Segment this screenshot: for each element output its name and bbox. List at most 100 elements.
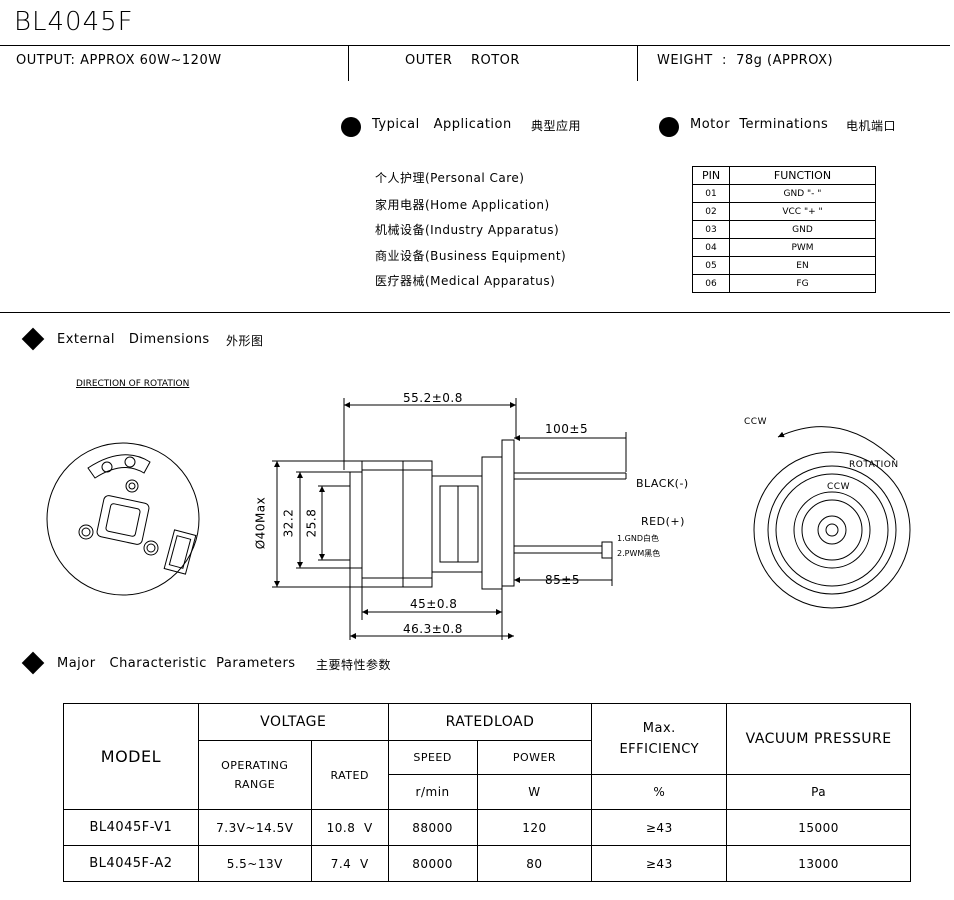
pin-number: 02 [692, 202, 730, 221]
dim-length-top: 55.2±0.8 [403, 391, 463, 405]
application-item: 个人护理(Personal Care) [375, 171, 525, 185]
dimension-drawing [46, 398, 911, 640]
header-divider-2 [637, 45, 638, 81]
model-cell: BL4045F-V1 [63, 809, 199, 846]
efficiency-cell: ≥43 [591, 809, 728, 846]
ratedload-header: RATEDLOAD [387, 703, 593, 741]
operating-cell: 5.5~13V [197, 845, 312, 882]
application-item: 商业设备(Business Equipment) [375, 249, 567, 263]
pin-function: GND "- " [729, 184, 876, 203]
bullet-dot-icon [659, 117, 679, 137]
section-rule [0, 312, 950, 313]
header-divider-1 [348, 45, 349, 81]
parameters-table: MODEL VOLTAGE RATEDLOAD Max. EFFICIENCY … [63, 703, 911, 882]
dim-lead-red: 85±5 [545, 573, 580, 587]
table-header-row: MODEL VOLTAGE RATEDLOAD Max. EFFICIENCY … [63, 703, 911, 810]
pin-function: VCC "+ " [729, 202, 876, 221]
pin-number: 03 [692, 220, 730, 239]
application-title: Typical Application [372, 117, 512, 132]
pressure-unit: Pa [726, 774, 911, 810]
application-item: 机械设备(Industry Apparatus) [375, 223, 560, 237]
pin-table-header: PIN FUNCTION [692, 166, 876, 185]
dim-dia-2: 25.8 [304, 508, 319, 538]
power-header: POWER [476, 740, 593, 775]
rotor-spec: OUTER ROTOR [405, 53, 520, 68]
direction-label: DIRECTION OF ROTATION [76, 379, 190, 389]
model-header: MODEL [63, 703, 199, 810]
red-wire-label: RED(+) [641, 515, 685, 528]
pin-function: PWM [729, 238, 876, 257]
vacuum-header: VACUUM PRESSURE [726, 703, 911, 775]
table-row: BL4045F-V1 7.3V~14.5V 10.8 V 88000 120 ≥… [63, 809, 911, 846]
dim-lead-black: 100±5 [545, 422, 589, 436]
black-wire-label: BLACK(-) [636, 477, 689, 490]
application-item: 家用电器(Home Application) [375, 198, 550, 212]
pin-function: GND [729, 220, 876, 239]
pin-number: 05 [692, 256, 730, 275]
table-unit-row: r/min W % Pa [64, 774, 911, 810]
header-top-rule [0, 45, 950, 46]
parameters-title: Major Characteristic Parameters [57, 656, 296, 671]
rear-view [46, 442, 200, 596]
speed-unit: r/min [387, 774, 478, 810]
terminations-title: Motor Terminations [690, 117, 829, 132]
rated-header: RATED [310, 740, 389, 810]
dim-dia-max: Ø40Max [253, 496, 268, 550]
operating-header-line2: RANGE [234, 778, 276, 791]
rated-cell: 10.8 V [310, 809, 389, 846]
application-item: 医疗器械(Medical Apparatus) [375, 274, 556, 288]
speed-cell: 88000 [387, 809, 478, 846]
dim-length-1: 45±0.8 [410, 597, 458, 611]
pin-function: EN [729, 256, 876, 275]
efficiency-header-line2: EFFICIENCY [619, 742, 700, 757]
table-row: BL4045F-A2 5.5~13V 7.4 V 80000 80 ≥43 13… [63, 845, 911, 882]
pin-number: 06 [692, 274, 730, 293]
speed-cell: 80000 [387, 845, 478, 882]
connector-label-1: 1.GND白色 [617, 534, 659, 543]
power-unit: W [476, 774, 593, 810]
operating-header: OPERATING RANGE [197, 740, 312, 810]
bullet-diamond-icon [21, 651, 45, 675]
function-header: FUNCTION [729, 166, 876, 185]
pressure-cell: 15000 [726, 809, 911, 846]
pin-header: PIN [692, 166, 730, 185]
dimensions-title-cn: 外形图 [226, 334, 264, 348]
power-cell: 80 [476, 845, 593, 882]
efficiency-header-line1: Max. [642, 721, 676, 736]
efficiency-cell: ≥43 [591, 845, 728, 882]
front-view [753, 426, 911, 609]
output-spec: OUTPUT: APPROX 60W~120W [16, 53, 222, 68]
weight-spec: WEIGHT : 78g (APPROX) [657, 53, 834, 68]
dim-dia-1: 32.2 [281, 508, 296, 538]
model-cell: BL4045F-A2 [63, 845, 199, 882]
dim-length-2: 46.3±0.8 [403, 622, 463, 636]
power-cell: 120 [476, 809, 593, 846]
efficiency-header: Max. EFFICIENCY [591, 703, 728, 775]
dimensions-title: External Dimensions [57, 332, 210, 347]
application-title-cn: 典型应用 [531, 119, 582, 133]
bullet-diamond-icon [21, 327, 45, 351]
rotation-label: ROTATION [849, 460, 899, 470]
ccw-label: CCW [744, 417, 767, 427]
table-header-row: OPERATING RANGE RATED SPEED POWER [64, 740, 911, 810]
side-view [272, 398, 627, 640]
rated-cell: 7.4 V [310, 845, 389, 882]
bullet-dot-icon [341, 117, 361, 137]
parameters-title-cn: 主要特性参数 [316, 658, 392, 672]
voltage-header: VOLTAGE [197, 703, 389, 741]
pressure-cell: 13000 [726, 845, 911, 882]
pin-number: 04 [692, 238, 730, 257]
ccw-inner-label: CCW [827, 482, 850, 492]
pin-function: FG [729, 274, 876, 293]
efficiency-unit: % [591, 774, 728, 810]
operating-header-line1: OPERATING [221, 759, 289, 772]
connector-label-2: 2.PWM黑色 [617, 549, 661, 558]
operating-cell: 7.3V~14.5V [197, 809, 312, 846]
pin-number: 01 [692, 184, 730, 203]
